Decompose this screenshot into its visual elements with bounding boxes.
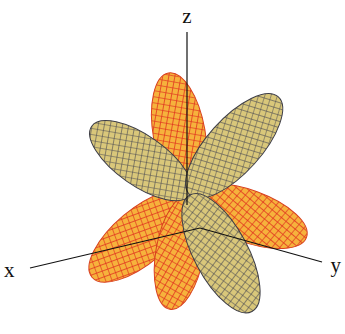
- axis-label: x: [4, 260, 15, 281]
- orbital-lobes: [75, 68, 316, 324]
- axis-label: y: [331, 255, 342, 276]
- axis-label: z: [182, 6, 191, 27]
- coordinate-axes: [30, 32, 322, 268]
